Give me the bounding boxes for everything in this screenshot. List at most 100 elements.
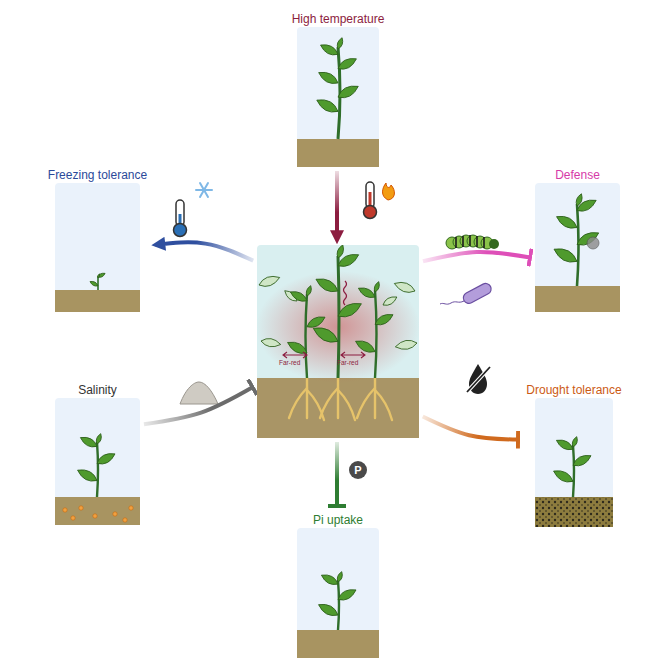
heading-row: Salinity [55, 381, 140, 396]
heading-row: Defense [535, 166, 620, 181]
panel-heading: Freezing tolerance [48, 168, 147, 183]
promote-arrow [335, 171, 339, 240]
panel-illustration [535, 183, 620, 312]
chewed-notch [590, 219, 602, 231]
panel-heading: Defense [555, 168, 600, 183]
leaf [336, 299, 364, 321]
panel-frame [55, 398, 140, 525]
leaf [257, 273, 281, 289]
leaf [357, 285, 377, 300]
leaf [89, 280, 99, 287]
leaf [289, 289, 309, 304]
heading-row: Drought tolerance [523, 381, 625, 396]
leaf [319, 42, 340, 58]
panel-frame [535, 398, 613, 527]
leaf [393, 279, 417, 295]
heading-row: Freezing tolerance [45, 166, 151, 181]
leaf [97, 272, 106, 279]
leaf [79, 434, 99, 449]
soil [55, 497, 140, 525]
panel-background [297, 27, 379, 167]
leaf [315, 96, 341, 116]
inner-label: Far-red [279, 359, 300, 367]
panel-illustration [297, 27, 379, 167]
panel-frame [297, 27, 379, 167]
leaf [552, 467, 576, 485]
panel-background [257, 245, 419, 438]
scenario-panel: Far-redFar-red [257, 245, 419, 438]
leaf [95, 450, 117, 467]
panel-background [297, 528, 379, 658]
nutrient-badge: P [349, 461, 367, 479]
far-red-arrows [283, 352, 365, 358]
panel-illustration [55, 183, 140, 312]
leaf [373, 311, 395, 328]
salt-grain [123, 518, 127, 522]
leaf [320, 572, 340, 587]
leaf [336, 55, 358, 72]
panel-background [55, 398, 140, 525]
panel-heading: Salinity [78, 383, 117, 398]
heading-row: High temperature [289, 10, 388, 25]
leaf [97, 273, 100, 278]
soil [297, 139, 379, 167]
panel-background [535, 398, 613, 527]
caterpillar-icon [446, 235, 499, 249]
hot-thermometer-icon [364, 182, 395, 219]
panel-frame [535, 183, 620, 312]
leaf [95, 433, 103, 445]
scenario-panel: Defense [535, 166, 620, 312]
plant-stem [97, 442, 98, 497]
leaf [373, 281, 381, 293]
salt-grain [113, 512, 117, 516]
panel-frame [297, 528, 379, 658]
leaf [336, 37, 345, 50]
panel-heading: High temperature [292, 12, 385, 27]
panel-frame [55, 183, 140, 312]
leaf [555, 437, 575, 452]
leaf [575, 229, 601, 249]
leaf [554, 213, 579, 232]
scenario-panel: Drought tolerance [523, 381, 625, 527]
plant-stem [375, 290, 377, 378]
salt-grain [93, 514, 97, 518]
leaf [571, 452, 593, 469]
heading-row: Pi uptake [297, 511, 379, 526]
leaf [76, 466, 100, 484]
panel-illustration [535, 398, 613, 527]
leaf [336, 586, 358, 603]
salt-grain [63, 508, 67, 512]
inhibit-connector [423, 417, 518, 440]
soil [257, 378, 419, 438]
far-red-wave [344, 281, 347, 305]
leaf [381, 294, 398, 308]
leaf [571, 436, 579, 448]
panel-heading: Pi uptake [313, 513, 363, 528]
inhibit-connector [423, 252, 530, 261]
promote-arrow [155, 242, 253, 260]
leaf [336, 571, 344, 583]
salt-grain [71, 516, 75, 520]
panel-background [55, 183, 140, 312]
leaf [311, 323, 341, 346]
leaf [552, 245, 580, 266]
leaf [314, 275, 341, 296]
leaf [354, 337, 378, 355]
lesion-spot [587, 237, 599, 249]
leaf [317, 601, 341, 619]
plant-stem [338, 580, 339, 630]
roots [289, 378, 392, 420]
cold-thermometer-icon [174, 183, 213, 237]
panel-frame: Far-redFar-red [257, 245, 419, 438]
inhibit-connector [144, 387, 253, 424]
soil [55, 290, 140, 312]
leaf [575, 193, 584, 207]
leaf [335, 245, 345, 259]
inhibit-connector [335, 442, 339, 506]
scenario-panel: Freezing tolerance [45, 166, 151, 312]
leaf [317, 69, 340, 87]
leaf [260, 337, 281, 348]
no-water-icon [467, 364, 490, 394]
panel-illustration [297, 528, 379, 658]
leaf [395, 339, 418, 351]
